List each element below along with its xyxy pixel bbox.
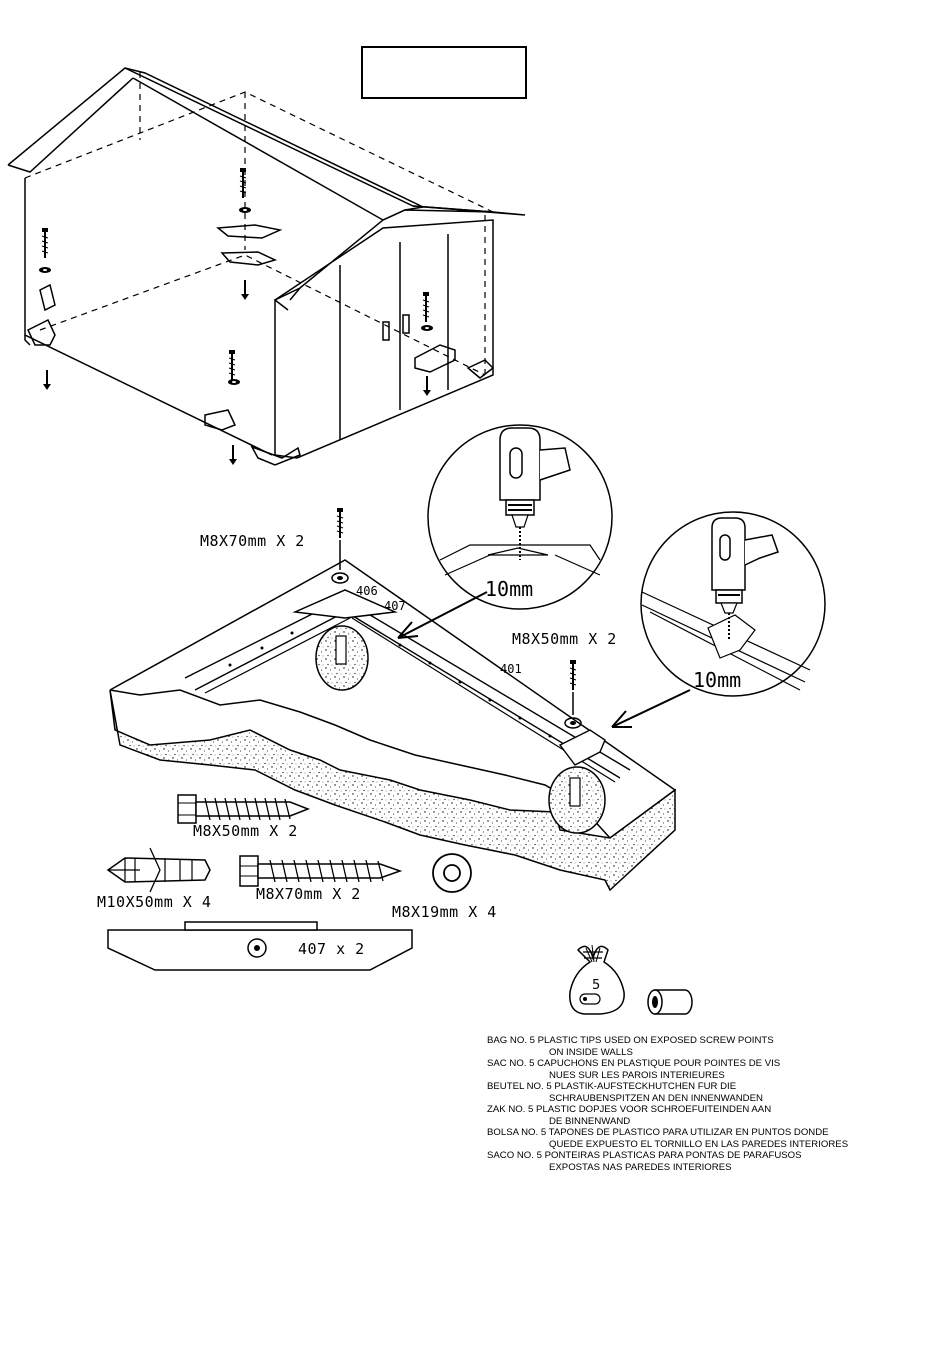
title-box — [361, 46, 527, 99]
parts-illustrations — [106, 794, 693, 1015]
anchor-m10x50-icon — [106, 847, 211, 893]
shed-drawing — [7, 67, 526, 466]
note-fr: SAC NO. 5 CAPUCHONS EN PLASTIQUE POUR PO… — [487, 1058, 781, 1081]
detail-arrows — [397, 591, 691, 728]
note-de: BEUTEL NO. 5 PLASTIK-AUFSTECKHUTCHEN FUR… — [487, 1081, 763, 1104]
concrete-slab — [109, 507, 677, 892]
drill-detail-right — [640, 511, 826, 697]
label-part-401: 401 — [500, 662, 522, 676]
bag-number: 5 — [592, 978, 601, 993]
label-bolt-m8x50: M8X50mm X 2 — [193, 822, 298, 840]
note-es: BOLSA NO. 5 TAPONES DE PLASTICO PARA UTI… — [487, 1127, 849, 1150]
bag-5-icon — [569, 944, 625, 1015]
label-bracket-407: 407 x 2 — [298, 940, 365, 958]
label-part-406: 406 — [356, 584, 378, 598]
note-nl: ZAK NO. 5 PLASTIC DOPJES VOOR SCHROEFUIT… — [487, 1104, 772, 1127]
bolt-m8x50-icon — [177, 794, 311, 824]
label-drill-depth-right: 10mm — [693, 668, 742, 692]
bag-notes: BAG NO. 5 PLASTIC TIPS USED ON EXPOSED S… — [487, 1035, 907, 1173]
label-bolt-m8x70: M8X70mm X 2 — [256, 885, 361, 903]
shed-fasteners — [39, 167, 433, 466]
bolt-m8x70-icon — [239, 855, 403, 887]
bracket-407-icon — [107, 921, 413, 971]
plastic-tip-icon — [647, 989, 693, 1015]
drill-detail-left — [427, 424, 613, 610]
note-en: BAG NO. 5 PLASTIC TIPS USED ON EXPOSED S… — [487, 1035, 774, 1058]
label-washer-m8x19: M8X19mm X 4 — [392, 903, 497, 921]
label-anchor-m10x50: M10X50mm X 4 — [97, 893, 212, 911]
note-pt: SACO NO. 5 PONTEIRAS PLASTICAS PARA PONT… — [487, 1150, 802, 1173]
label-m8x70-top: M8X70mm X 2 — [200, 532, 305, 550]
washer-m8x19-icon — [432, 853, 472, 893]
label-m8x50-top: M8X50mm X 2 — [512, 630, 617, 648]
label-part-407: 407 — [384, 599, 406, 613]
label-drill-depth-left: 10mm — [485, 577, 534, 601]
